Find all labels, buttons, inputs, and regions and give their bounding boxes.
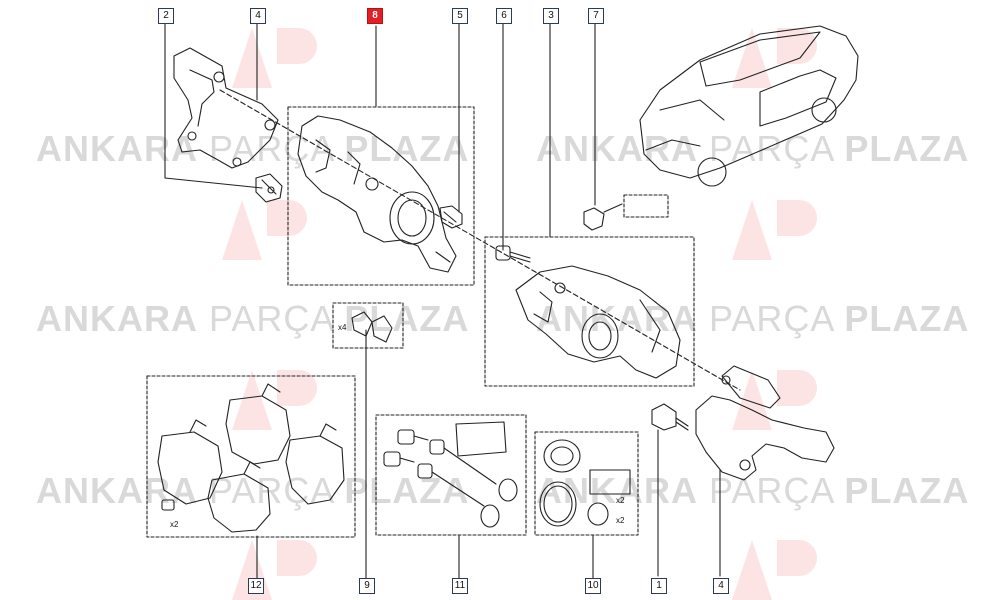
callout-10[interactable]: 10 [585, 578, 601, 594]
group-boxes [146, 89, 741, 538]
leader-lines [164, 23, 721, 579]
bolt-1 [651, 403, 689, 431]
watermark-logo [732, 370, 817, 430]
watermark-logo [232, 370, 317, 430]
group-box-11 [375, 414, 527, 536]
pads-12 [157, 383, 345, 533]
bracket-left [173, 47, 279, 169]
qty-seals: x2 [616, 496, 625, 505]
callout-8-selected[interactable]: 8 [367, 8, 383, 24]
axis-line [219, 89, 741, 391]
bracket-right [695, 365, 835, 481]
callout-6[interactable]: 6 [496, 8, 512, 24]
watermark-logo [222, 200, 307, 260]
group-box-9 [332, 302, 404, 349]
caliper-3 [515, 265, 681, 379]
callout-12[interactable]: 12 [248, 578, 264, 594]
watermark-logo [732, 200, 817, 260]
bolt-6 [495, 245, 531, 263]
clips-9 [351, 311, 393, 343]
watermark-logos [222, 28, 817, 600]
vehicle-illustration [639, 25, 859, 187]
callout-2[interactable]: 2 [158, 8, 174, 24]
group-box-10 [534, 431, 639, 536]
callout-3[interactable]: 3 [543, 8, 559, 24]
guide-kit-11 [383, 421, 518, 528]
group-box-3 [484, 236, 695, 387]
group-box-8 [287, 106, 475, 286]
qty-clips: x4 [338, 323, 347, 332]
callout-9[interactable]: 9 [359, 578, 375, 594]
watermark-logo [732, 28, 817, 88]
watermark-logo [232, 540, 317, 600]
qty-pad-bolts: x2 [170, 520, 179, 529]
bolt-5 [439, 205, 463, 229]
bolt-left [255, 173, 283, 203]
bleed-screw-7 [583, 203, 623, 231]
group-box-7 [623, 194, 669, 218]
watermark-logo [232, 28, 317, 88]
callout-7[interactable]: 7 [588, 8, 604, 24]
seal-kit-10 [539, 439, 631, 527]
callout-1[interactable]: 1 [651, 578, 667, 594]
callout-5[interactable]: 5 [452, 8, 468, 24]
qty-boots: x2 [616, 516, 625, 525]
watermark-logo [732, 540, 817, 600]
pad-bolt [161, 499, 175, 511]
callout-4-bottom[interactable]: 4 [713, 578, 729, 594]
callout-11[interactable]: 11 [452, 578, 468, 594]
callout-4-top[interactable]: 4 [250, 8, 266, 24]
caliper-8 [297, 115, 457, 273]
group-box-12 [146, 375, 356, 538]
